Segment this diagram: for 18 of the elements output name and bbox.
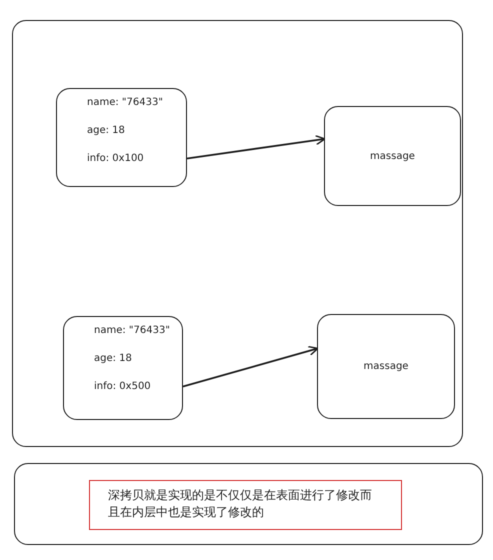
object-box bbox=[56, 88, 187, 187]
frame-box bbox=[12, 20, 463, 447]
note-panel bbox=[14, 463, 483, 545]
field-text: massage bbox=[364, 361, 408, 372]
field-text: age: 18 bbox=[94, 353, 132, 364]
field-text: massage bbox=[370, 150, 415, 162]
note-box bbox=[89, 480, 402, 530]
field-text: info: 0x500 bbox=[94, 381, 151, 392]
field-text: info: 0x100 bbox=[87, 153, 144, 164]
object-box bbox=[317, 314, 455, 419]
arrow bbox=[186, 134, 326, 160]
field-text: name: "76433" bbox=[87, 97, 163, 108]
arrow bbox=[182, 346, 319, 388]
field-text: name: "76433" bbox=[94, 325, 170, 336]
note-text: 深拷贝就是实现的是不仅仅是在表面进行了修改而且在内层中也是实现了修改的 bbox=[108, 487, 373, 521]
object-box bbox=[324, 106, 461, 206]
field-text: age: 18 bbox=[87, 125, 125, 136]
object-box bbox=[63, 316, 183, 420]
